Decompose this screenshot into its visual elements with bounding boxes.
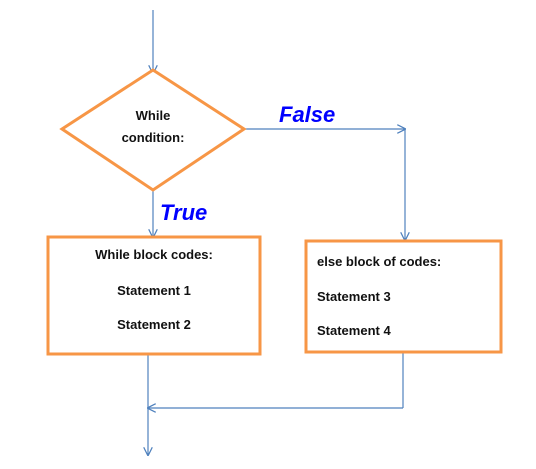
else-statement-3: Statement 3 [317,289,391,304]
true-label: True [160,200,207,225]
while-block-box [46,235,262,356]
decision-node: While condition: [59,68,247,192]
else-block: else block of codes: Statement 3 Stateme… [304,239,503,354]
decision-line-2: condition: [122,130,185,145]
decision-line-1: While [136,108,171,123]
else-block-title: else block of codes: [317,254,441,269]
connectors [148,10,405,455]
else-block-box [304,239,503,354]
while-block: While block codes: Statement 1 Statement… [46,235,262,356]
decision-diamond [59,68,247,192]
else-statement-4: Statement 4 [317,323,391,338]
while-block-title: While block codes: [95,247,213,262]
while-statement-1: Statement 1 [117,283,191,298]
false-label: False [279,102,335,127]
while-statement-2: Statement 2 [117,317,191,332]
